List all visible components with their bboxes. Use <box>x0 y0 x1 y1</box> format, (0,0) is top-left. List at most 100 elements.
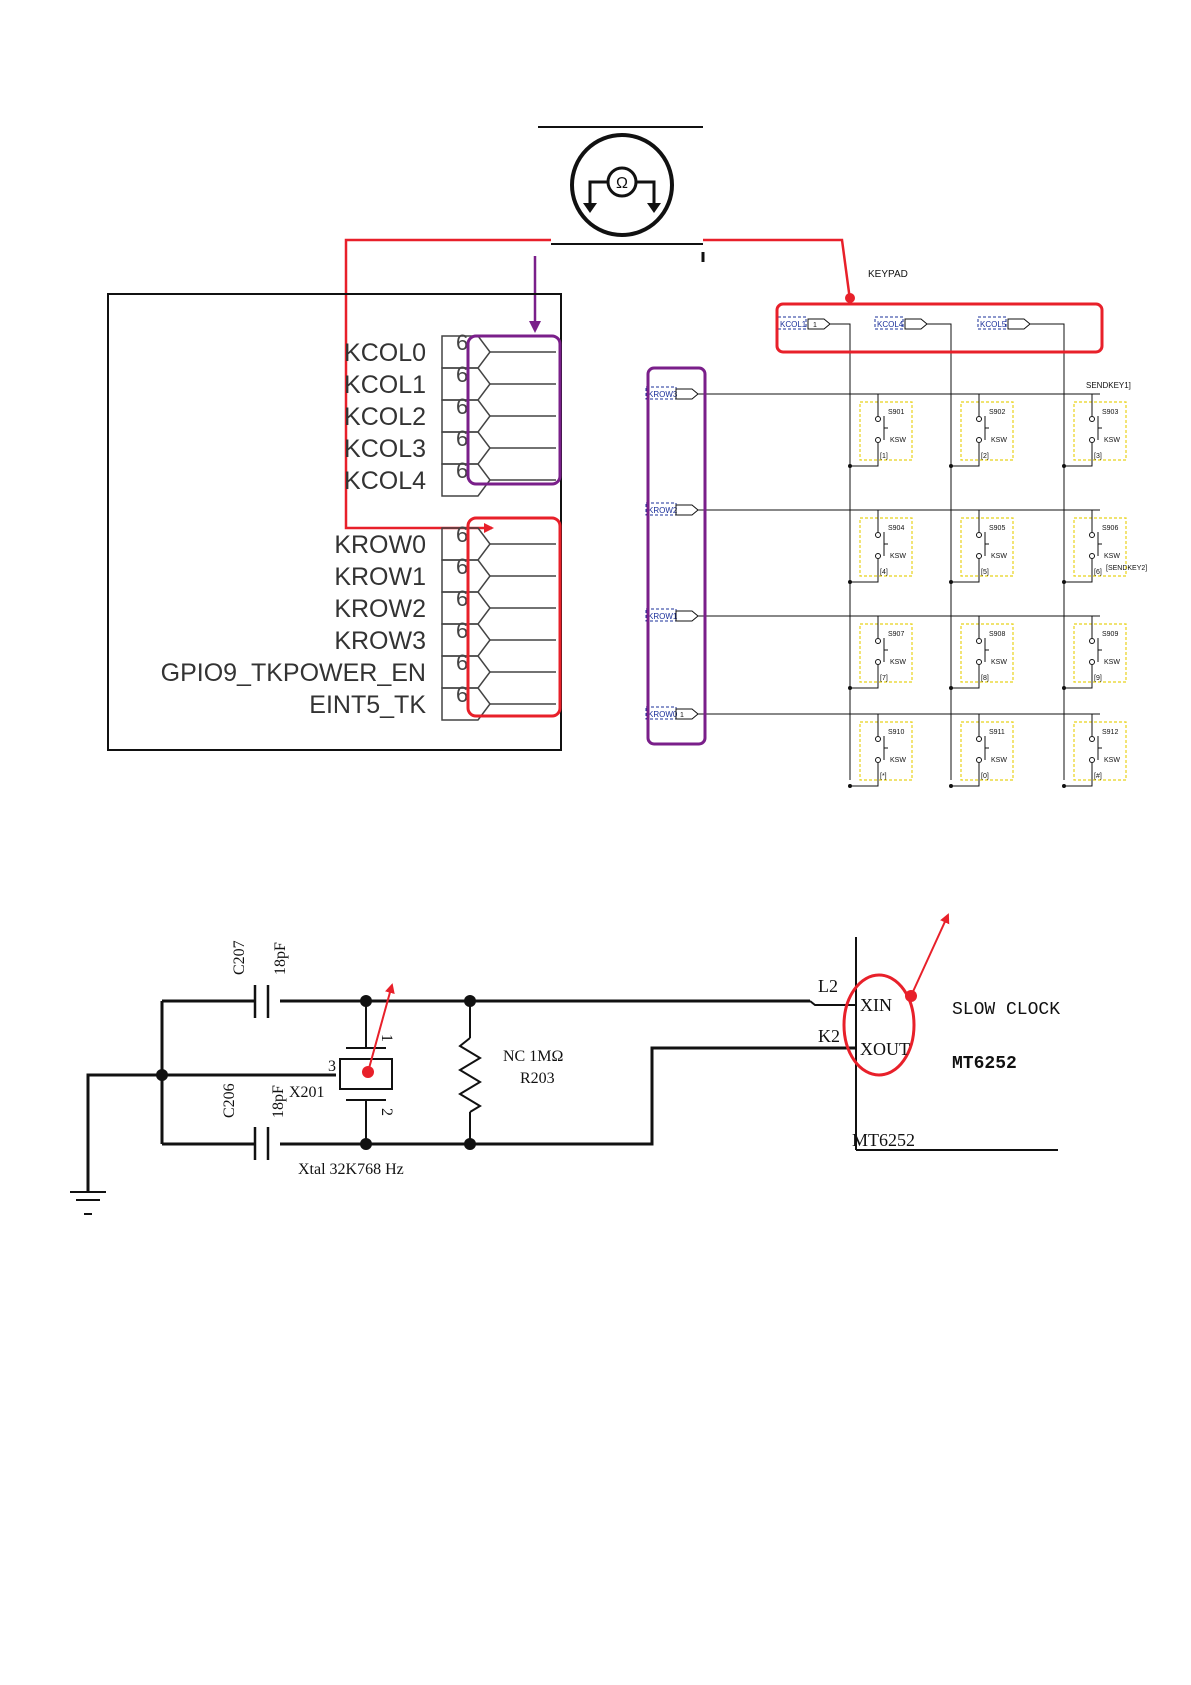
switch-key: [6] <box>1094 569 1102 576</box>
crystal-pin3: 3 <box>328 1058 336 1075</box>
switch-key: [0] <box>981 773 989 780</box>
gpio-port-symbol <box>441 463 491 497</box>
red-annotations <box>362 913 950 1078</box>
switch-type: KSW <box>1104 437 1120 444</box>
switch-ref: S905 <box>989 525 1005 532</box>
gpio-pin-label: GPIO9_TKPOWER_EN <box>161 659 426 687</box>
gpio-pin-number: 6 <box>456 554 468 579</box>
resistor-ref: R203 <box>520 1070 555 1087</box>
gpio-pin-row: GPIO9_TKPOWER_EN 6 <box>161 650 556 689</box>
gpio-port-symbol <box>441 431 491 465</box>
gpio-pin-panel <box>107 293 562 751</box>
kcol-port-label: KCOL5 <box>980 320 1007 329</box>
switch-key: [7] <box>880 675 888 682</box>
krow-port-tag: 1 <box>680 712 684 719</box>
gpio-pin-number: 6 <box>456 650 468 675</box>
gpio-port-symbol <box>441 655 491 689</box>
switch-type: KSW <box>890 437 906 444</box>
gpio-pin-number: 6 <box>456 618 468 643</box>
gpio-port-symbol <box>441 591 491 625</box>
gpio-pin-label: KCOL2 <box>344 403 426 431</box>
gpio-pin-row: KCOL1 6 <box>344 362 556 401</box>
switch-ref: S904 <box>888 525 904 532</box>
krow-port: KROW1 <box>645 608 1100 622</box>
gpio-pin-number: 6 <box>456 394 468 419</box>
chip-name-bold: MT6252 <box>952 1054 1017 1074</box>
red-connector-lines <box>344 238 855 533</box>
gpio-pin-number: 6 <box>456 362 468 387</box>
gpio-pin-number: 6 <box>456 330 468 355</box>
kcol-port-label: KCOL1 <box>780 320 807 329</box>
switch-key: [1] <box>880 453 888 460</box>
krow-port: KROW2 <box>645 502 1100 516</box>
pin-k2: K2 <box>818 1026 840 1046</box>
omega-glyph: Ω <box>616 175 628 192</box>
kcol-port-label: KCOL4 <box>877 320 904 329</box>
kcol-port: KCOL5 <box>977 316 1065 780</box>
switch-type: KSW <box>991 659 1007 666</box>
gpio-pin-label: KROW2 <box>334 595 426 623</box>
c206-value: 18pF <box>270 1085 287 1118</box>
gpio-pin-label: KROW1 <box>334 563 426 591</box>
pin-l2: L2 <box>818 976 838 996</box>
krow-port: KROW3 <box>645 386 1100 400</box>
gpio-pin-row: KCOL2 6 <box>344 394 556 433</box>
gpio-port-symbol <box>441 399 491 433</box>
gpio-pin-label: KCOL0 <box>344 339 426 367</box>
krow-port-label: KROW2 <box>648 506 678 515</box>
gpio-pin-label: KROW0 <box>334 531 426 559</box>
switch-key: [2] <box>981 453 989 460</box>
slow-clock-title: SLOW CLOCK <box>952 1000 1060 1020</box>
switch-type: KSW <box>890 659 906 666</box>
pin-xin: XIN <box>860 995 892 1015</box>
gpio-pin-row: KROW1 6 <box>334 554 556 593</box>
krow-port-highlight-box <box>646 366 707 746</box>
sendkey2-label: [SENDKEY2] <box>1106 565 1147 572</box>
switch-type: KSW <box>1104 757 1120 764</box>
crystal-desc: Xtal 32K768 Hz <box>298 1161 404 1178</box>
switch-ref: S907 <box>888 631 904 638</box>
switch-key: [#] <box>1094 773 1102 780</box>
gpio-pin-label: KCOL1 <box>344 371 426 399</box>
switch-ref: S903 <box>1102 409 1118 416</box>
gpio-pin-row: KCOL4 6 <box>344 458 556 497</box>
gpio-pin-number: 6 <box>456 458 468 483</box>
crystal-pin1: 1 <box>378 1034 395 1042</box>
switch-type: KSW <box>1104 659 1120 666</box>
switch-ref: S901 <box>888 409 904 416</box>
krow-port-label: KROW0 <box>648 710 678 719</box>
switch-type: KSW <box>991 437 1007 444</box>
gpio-port-symbol <box>441 559 491 593</box>
switch-type: KSW <box>991 553 1007 560</box>
switch-key: [5] <box>981 569 989 576</box>
switch-key: [*] <box>880 773 887 780</box>
slow-clock-circuit <box>70 937 1058 1215</box>
gpio-pin-label: KROW3 <box>334 627 426 655</box>
kcol-port-tag: 1 <box>813 322 817 329</box>
kcol-highlight-box <box>466 334 562 486</box>
gpio-pin-label: KCOL4 <box>344 467 426 495</box>
headphone-jack-icon: Ω <box>538 126 705 262</box>
krow-port-label: KROW3 <box>648 390 678 399</box>
switch-type: KSW <box>890 553 906 560</box>
c207-label: C207 <box>231 940 248 975</box>
krow-highlight-box <box>466 516 562 718</box>
gpio-port-symbol <box>441 527 491 561</box>
gpio-pin-number: 6 <box>456 426 468 451</box>
chip-label: MT6252 <box>852 1130 915 1150</box>
gpio-pin-number: 6 <box>456 682 468 707</box>
crystal-pin2: 2 <box>378 1108 395 1116</box>
